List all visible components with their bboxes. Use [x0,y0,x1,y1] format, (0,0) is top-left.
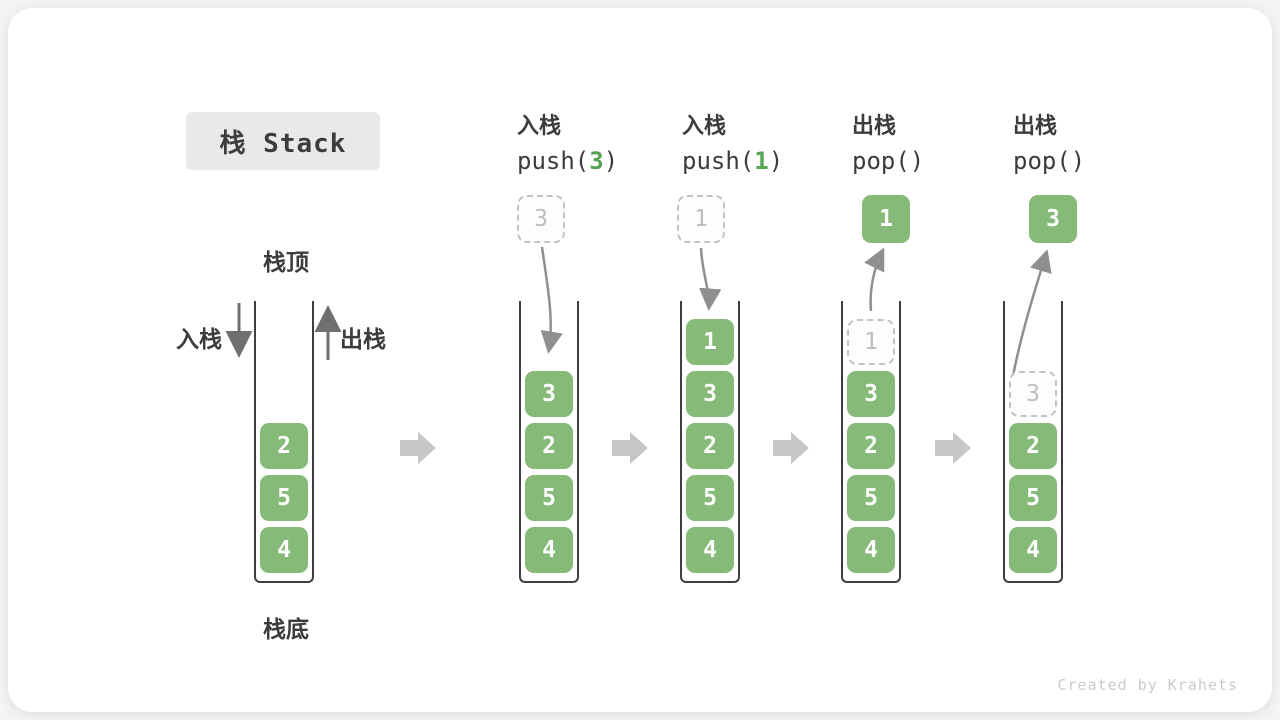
stack-container-pop-1 [841,301,901,583]
stack-cell-5: 5 [260,475,308,521]
stack-cell-4: 4 [525,527,573,573]
stage-header-pop-3: 出栈 pop() [1013,108,1085,175]
title-box: 栈 Stack [186,112,380,170]
stack-container-push-1 [680,301,740,583]
footer-credit: Created by Krahets [1057,676,1238,694]
stack-cell-4: 4 [686,527,734,573]
floating-ghost-cell-1: 1 [677,195,725,243]
stack-container-initial [254,301,314,583]
stage-header-pop-1: 出栈 pop() [852,108,924,175]
push-direction-label: 入栈 [176,326,222,352]
operation-code: push(1) [682,147,784,175]
stack-cell-5: 5 [525,475,573,521]
floating-cell-1: 1 [862,195,910,243]
stack-cell-5: 5 [686,475,734,521]
ghost-cell-3: 3 [1009,371,1057,417]
operation-label: 出栈 [1013,113,1058,138]
stack-cell-5: 5 [847,475,895,521]
operation-label: 出栈 [852,113,897,138]
operation-code: push(3) [517,147,619,175]
stage-header-push-3: 入栈 push(3) [517,108,618,175]
stack-container-pop-3 [1003,301,1063,583]
stack-cell-2: 2 [1009,423,1057,469]
stage-header-push-1: 入栈 push(1) [682,108,783,175]
stack-cell-3: 3 [525,371,573,417]
stack-top-label: 栈顶 [263,249,309,275]
stack-cell-2: 2 [686,423,734,469]
pop-direction-label: 出栈 [340,326,386,352]
stack-cell-3: 3 [847,371,895,417]
stack-cell-2: 2 [847,423,895,469]
stack-cell-1: 1 [686,319,734,365]
stack-cell-4: 4 [260,527,308,573]
floating-ghost-cell-3: 3 [517,195,565,243]
stack-cell-2: 2 [260,423,308,469]
operation-label: 入栈 [517,113,562,138]
stack-cell-5: 5 [1009,475,1057,521]
operation-label: 入栈 [682,113,727,138]
floating-cell-3: 3 [1029,195,1077,243]
operation-code: pop() [1013,147,1086,175]
stack-cell-2: 2 [525,423,573,469]
stack-bottom-label: 栈底 [263,616,309,642]
stack-container-push-3 [519,301,579,583]
operation-code: pop() [852,147,925,175]
stack-cell-3: 3 [686,371,734,417]
stack-cell-4: 4 [1009,527,1057,573]
page-title: 栈 Stack [219,128,347,159]
ghost-cell-1: 1 [847,319,895,365]
stack-cell-4: 4 [847,527,895,573]
